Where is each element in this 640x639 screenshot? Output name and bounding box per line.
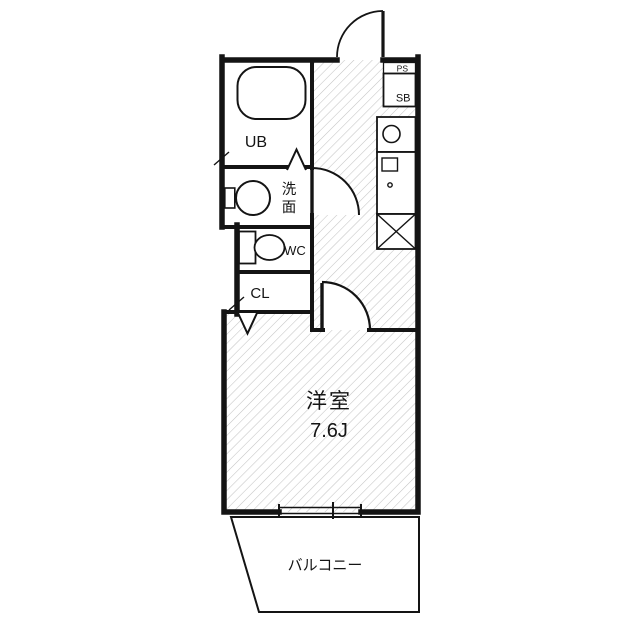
- toilet: WC: [238, 230, 306, 265]
- entrance-door: [336, 10, 385, 58]
- appliance-space-cross: [376, 213, 416, 250]
- wash-basin: [235, 180, 271, 216]
- room-door-arc: [321, 280, 372, 331]
- floor-hatch: [224, 60, 416, 512]
- unit-bath-label: UB: [245, 134, 267, 151]
- shoe-box: SB: [382, 72, 417, 108]
- wall-break-ticks: [213, 151, 245, 311]
- balcony-outline: [229, 516, 420, 613]
- outer-walls: [219, 54, 421, 515]
- washroom-door: [310, 167, 360, 216]
- toilet-tank: [238, 230, 257, 265]
- main-room-name: 洋室: [306, 390, 352, 413]
- washroom-door-arc: [311, 167, 360, 216]
- washroom: 洗 面: [224, 180, 297, 216]
- unit-bath: UB: [236, 66, 307, 151]
- main-room-size: 7.6J: [310, 420, 348, 442]
- closet: CL: [250, 285, 269, 302]
- window-panes: [279, 506, 361, 515]
- burner: [382, 124, 401, 144]
- entrance-door-arc: [336, 10, 384, 58]
- pipe-space: PS: [382, 61, 417, 75]
- sink: [381, 157, 399, 172]
- faucet: [387, 182, 393, 188]
- shoe-box-label: SB: [396, 93, 411, 105]
- closet-label: CL: [250, 285, 269, 302]
- basin-counter: [224, 187, 236, 209]
- toilet-label: WC: [284, 243, 306, 258]
- main-room: 洋室 7.6J: [306, 390, 352, 442]
- window-jambs: [278, 502, 362, 519]
- washroom-label-char2: 面: [282, 200, 297, 216]
- washroom-label-char1: 洗: [282, 181, 297, 198]
- balcony: バルコニー: [229, 516, 420, 613]
- kitchen: [376, 116, 417, 250]
- pipe-space-label: PS: [397, 64, 409, 74]
- balcony-label: バルコニー: [288, 557, 363, 574]
- shoe-box-outline: [382, 72, 417, 108]
- washroom-door-swing: [312, 168, 359, 215]
- bathtub: [236, 66, 307, 120]
- window: [278, 502, 362, 519]
- vent-mark-down: [237, 312, 258, 336]
- room-door-swing: [322, 282, 370, 330]
- interior-walls: [220, 58, 420, 332]
- vent-mark-up: [286, 147, 307, 171]
- toilet-bowl: [253, 234, 286, 261]
- room-door: [320, 280, 372, 331]
